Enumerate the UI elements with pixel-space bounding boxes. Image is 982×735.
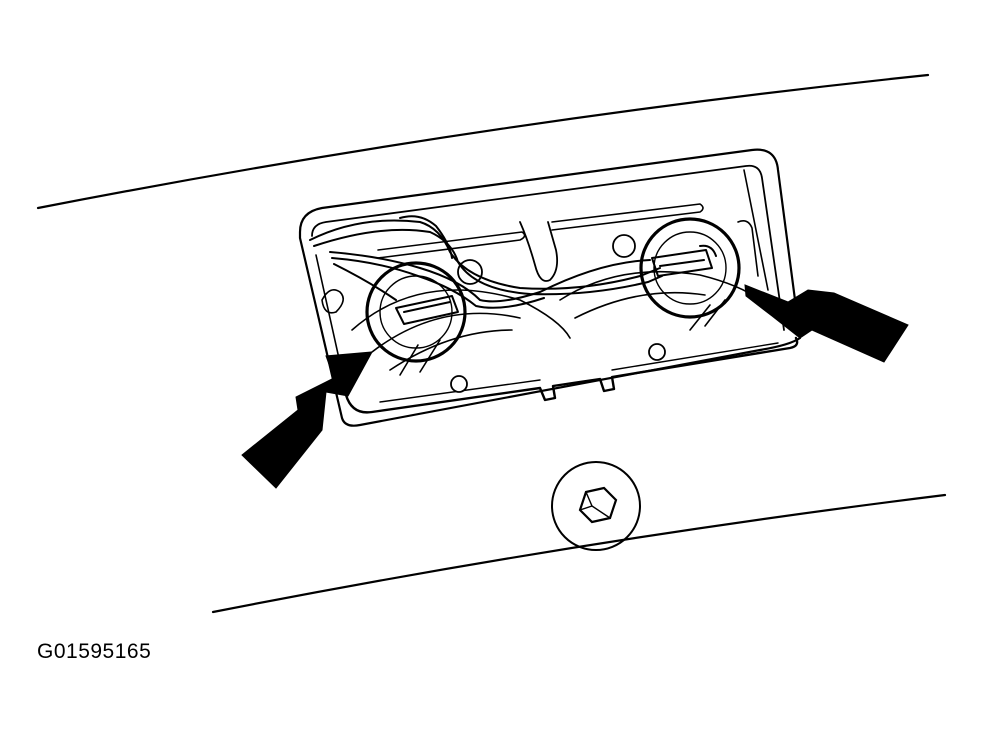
reflector-right-inner	[574, 291, 706, 319]
housing-right-wall	[737, 169, 769, 291]
hole-upper-right	[612, 234, 636, 258]
body-panel	[36, 73, 947, 614]
left-bulb-socket-inner	[379, 275, 453, 349]
center-divider	[519, 221, 559, 282]
slot-right	[551, 203, 704, 231]
right-bulb-socket-inner	[653, 231, 727, 305]
wiring-harness	[309, 215, 663, 309]
reflector-left-outer	[351, 289, 571, 339]
wire-d	[331, 257, 545, 309]
wire-e	[333, 263, 397, 301]
reflector-left-inner	[371, 312, 521, 353]
reflector-left-lower	[389, 329, 513, 371]
left-bulb-connector	[395, 295, 459, 325]
wire-c	[329, 251, 651, 303]
housing-lower-lip-inner	[379, 342, 779, 403]
slot-left	[377, 231, 526, 259]
left-bulb-arrow	[241, 351, 373, 489]
right-bulb-socket	[639, 217, 741, 319]
bolt-head-face	[579, 491, 611, 519]
reflector-right-outer	[559, 270, 761, 301]
housing-inner-rim	[311, 164, 785, 331]
hole-lower-right	[648, 343, 666, 361]
panel-top-edge	[36, 73, 930, 210]
figure-id-label: G01595165	[37, 640, 152, 663]
bolt-washer	[551, 461, 641, 551]
housing-lower-lip	[344, 336, 799, 414]
hole-lower-left	[450, 375, 468, 393]
panel-bottom-edge	[211, 493, 947, 614]
mounting-bolt	[551, 461, 641, 551]
reflector-divider-b	[419, 339, 441, 373]
wire-f	[399, 215, 453, 259]
bulb-sockets	[365, 217, 741, 363]
right-bulb-arrow	[744, 284, 909, 363]
left-bulb-socket	[365, 261, 467, 363]
bolt-head	[578, 486, 618, 524]
wire-b	[313, 228, 663, 296]
wire-a	[309, 219, 661, 290]
housing-left-notch	[321, 289, 344, 314]
callout-arrows	[241, 284, 909, 489]
